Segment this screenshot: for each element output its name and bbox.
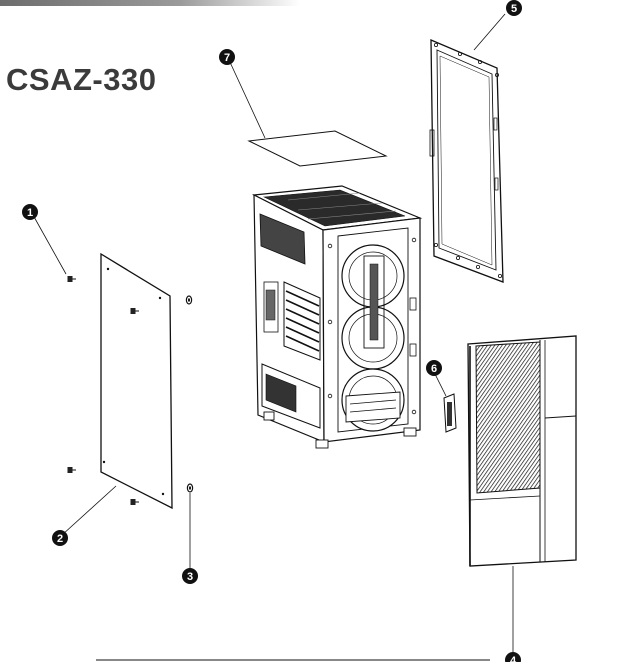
io-connector bbox=[433, 371, 457, 433]
model-title: CSAZ-330 bbox=[6, 62, 157, 97]
callout-6: 6 bbox=[426, 360, 442, 376]
callout-7: 7 bbox=[219, 49, 235, 65]
callout-number: 2 bbox=[57, 533, 63, 545]
callout-number: 1 bbox=[27, 207, 33, 219]
thumbscrews bbox=[32, 214, 139, 505]
callout-2: 2 bbox=[52, 530, 68, 546]
callout-3: 3 bbox=[182, 568, 198, 584]
callout-badge bbox=[219, 49, 235, 65]
callout-5: 5 bbox=[506, 0, 522, 16]
callout-badge bbox=[505, 652, 521, 662]
dust-filter-sheet bbox=[228, 59, 388, 167]
callout-number: 5 bbox=[511, 3, 517, 15]
callout-badges: 1 2 3 4 5 6 7 bbox=[22, 0, 522, 662]
callout-badge bbox=[182, 568, 198, 584]
chassis bbox=[251, 185, 423, 449]
callout-badge bbox=[22, 204, 38, 220]
rubber-grommets bbox=[185, 295, 194, 569]
callout-1: 1 bbox=[22, 204, 38, 220]
side-panel bbox=[61, 252, 173, 536]
callout-4: 4 bbox=[505, 652, 521, 662]
header-gradient-bar bbox=[0, 0, 300, 6]
callout-number: 6 bbox=[431, 363, 437, 375]
front-bezel-frame bbox=[429, 13, 506, 283]
callout-number: 7 bbox=[224, 52, 230, 64]
callout-number: 4 bbox=[510, 655, 517, 662]
callout-badge bbox=[52, 530, 68, 546]
front-panel bbox=[467, 335, 577, 656]
callout-number: 3 bbox=[187, 571, 193, 583]
callout-badge bbox=[506, 0, 522, 16]
callout-badge bbox=[426, 360, 442, 376]
